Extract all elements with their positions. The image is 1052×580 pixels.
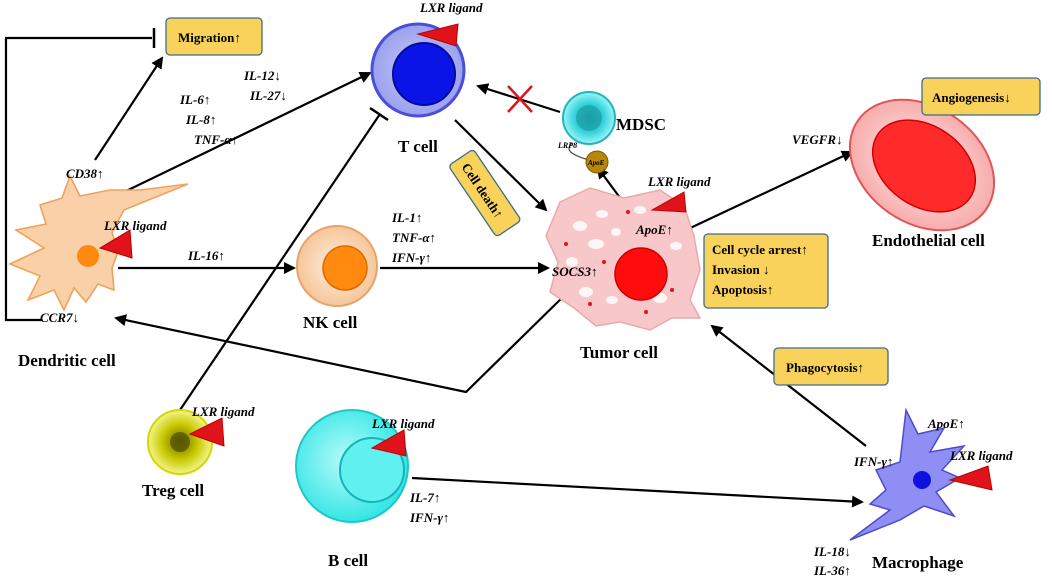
endothelial-cell	[848, 98, 996, 232]
il1-label: IL-1↑	[391, 210, 422, 225]
arrow-cd38-migration	[94, 56, 164, 161]
arrow-tumor-dc	[114, 289, 571, 394]
ligand-label-bcell: LXR ligand	[371, 416, 435, 431]
ifng-nk-label: IFN-γ↑	[391, 250, 431, 265]
il12-label: IL-12↓	[243, 68, 281, 83]
arrow-macrophage-tumor	[710, 324, 867, 447]
angiogenesis-box	[921, 77, 1041, 116]
tumor-effect-line-1: Cell cycle arrest↑	[712, 242, 808, 257]
arrow-bcell-macrophage	[411, 476, 864, 508]
ligand-label-tcell: LXR ligand	[419, 0, 483, 15]
ligand-icon-tumor	[650, 191, 687, 213]
ligand-icon-treg	[188, 417, 225, 447]
tumor-cell-label: Tumor cell	[580, 343, 658, 362]
ccr7-label: CCR7↓	[40, 310, 79, 325]
effect-boxes	[165, 17, 1041, 386]
il27-label: IL-27↓	[249, 88, 287, 103]
inhibit-bar-tcell	[369, 106, 389, 122]
mdsc-label: MDSC	[616, 115, 666, 134]
migration-text: Migration↑	[178, 30, 241, 45]
treg-cell-label: Treg cell	[142, 481, 204, 500]
dendritic-cell	[7, 173, 189, 312]
apoe-tumor-label: ApoE↑	[635, 222, 673, 237]
il6-label: IL-6↑	[179, 92, 210, 107]
treg-cell	[147, 409, 213, 475]
vegfr-label: VEGFR↓	[792, 132, 843, 147]
nk-cell-label: NK cell	[303, 313, 358, 332]
ligand-icon-macrophage	[948, 465, 993, 491]
tumor-effect-line-2: Invasion ↓	[712, 262, 769, 277]
apoe-mac-label: ApoE↑	[927, 416, 965, 431]
tumor-effects-box	[703, 233, 829, 309]
ligand-icon-bcell	[370, 429, 407, 457]
t-cell-label: T cell	[398, 137, 438, 156]
connectors	[4, 28, 867, 508]
b-cell-label: B cell	[328, 551, 368, 570]
block-x-mark	[507, 85, 533, 113]
tnfa-nk-label: TNF-α↑	[392, 230, 436, 245]
phagocytosis-text: Phagocytosis↑	[786, 360, 864, 375]
b-cell	[295, 409, 409, 523]
il7-label: IL-7↑	[409, 490, 440, 505]
ligand-icon-dendritic	[98, 229, 133, 259]
ligand-label-tumor: LXR ligand	[647, 174, 711, 189]
cd38-label: CD38↑	[66, 166, 104, 181]
apoe-small-label: ApoE	[587, 159, 605, 167]
mdsc-cell	[562, 91, 616, 174]
tnfa-dc-label: TNF-α↑	[194, 132, 238, 147]
il8-label: IL-8↑	[185, 112, 216, 127]
arrow-tumor-endothelial	[685, 150, 854, 231]
inhibit-treg-tcell	[179, 113, 381, 411]
il18-label: IL-18↓	[813, 544, 851, 559]
arrow-tcell-tumor	[454, 119, 548, 212]
endothelial-cell-label: Endothelial cell	[872, 231, 985, 250]
tumor-effect-line-3: Apoptosis↑	[712, 282, 773, 297]
ifng-mac-label: IFN-γ↑	[853, 454, 893, 469]
arrow-dc-tcell	[121, 71, 372, 194]
ligand-label-dendritic: LXR ligand	[103, 218, 167, 233]
ifng-b-label: IFN-γ↑	[409, 510, 449, 525]
lrp8-label: LRP8	[557, 141, 577, 150]
ligand-label-treg: LXR ligand	[191, 404, 255, 419]
socs3-label: SOCS3↑	[552, 264, 598, 279]
macrophage-label: Macrophage	[872, 553, 964, 572]
ligands	[98, 23, 993, 491]
inhibit-ccr7-migration	[4, 36, 152, 322]
t-cell	[370, 22, 466, 118]
il36-label: IL-36↑	[813, 563, 851, 578]
il16-label: IL-16↑	[187, 248, 225, 263]
cell-death-box	[449, 149, 521, 237]
dendritic-cell-label: Dendritic cell	[18, 351, 116, 370]
migration-box	[165, 17, 263, 56]
phagocytosis-box	[773, 347, 889, 386]
ligand-label-macrophage: LXR ligand	[949, 448, 1013, 463]
ligand-icon-tcell	[416, 23, 459, 47]
macrophage-cell	[849, 407, 967, 541]
tumor-cell	[545, 187, 702, 331]
nk-cell	[296, 225, 378, 307]
angiogenesis-text: Angiogenesis↓	[932, 90, 1011, 105]
